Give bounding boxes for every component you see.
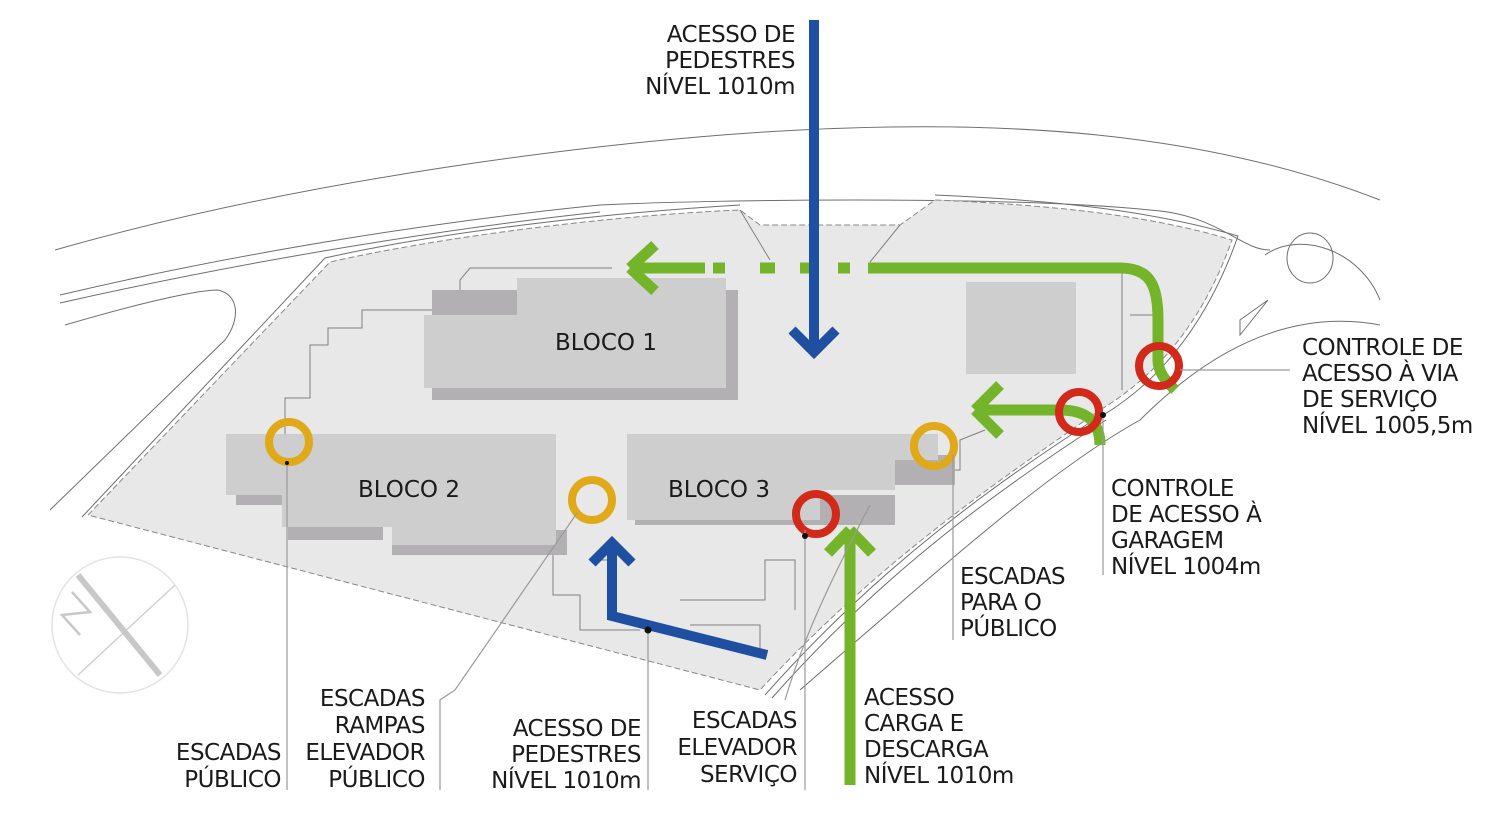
control-marker-service — [1135, 342, 1183, 390]
svg-text:NÍVEL 1004m: NÍVEL 1004m — [1111, 552, 1261, 580]
svg-text:GARAGEM: GARAGEM — [1111, 528, 1224, 554]
leader-lines — [286, 369, 1290, 790]
svg-text:ACESSO À VIA: ACESSO À VIA — [1302, 359, 1459, 387]
svg-text:PEDESTRES: PEDESTRES — [511, 742, 641, 768]
svg-text:ACESSO DE: ACESSO DE — [667, 22, 795, 48]
svg-text:PARA O: PARA O — [960, 590, 1041, 616]
building-bloco2: BLOCO 2 — [226, 434, 556, 545]
north-arrow — [51, 556, 189, 694]
svg-text:ACESSO: ACESSO — [864, 685, 954, 711]
svg-text:DESCARGA: DESCARGA — [864, 737, 989, 763]
svg-text:PEDESTRES: PEDESTRES — [665, 48, 795, 74]
stairs-marker-left — [265, 418, 313, 466]
svg-text:PÚBLICO: PÚBLICO — [328, 765, 425, 793]
bloco3-label: BLOCO 3 — [668, 477, 770, 503]
svg-text:PÚBLICO: PÚBLICO — [184, 765, 281, 793]
label-stairs-public-left: ESCADAS PÚBLICO — [176, 740, 282, 793]
label-bottom-pedestrian-access: ACESSO DE PEDESTRES NÍVEL 1010m — [491, 716, 641, 794]
svg-text:ESCADAS: ESCADAS — [176, 740, 281, 766]
svg-text:RAMPAS: RAMPAS — [335, 713, 425, 739]
bloco2-label: BLOCO 2 — [358, 477, 460, 503]
pedestrian-route-blue — [588, 20, 840, 660]
svg-text:DE ACESSO À: DE ACESSO À — [1111, 500, 1262, 528]
svg-text:ESCADAS: ESCADAS — [960, 564, 1065, 590]
svg-text:NÍVEL 1005,5m: NÍVEL 1005,5m — [1302, 411, 1473, 439]
svg-text:PÚBLICO: PÚBLICO — [960, 614, 1057, 642]
control-marker-cargo — [792, 490, 840, 538]
svg-text:CONTROLE DE: CONTROLE DE — [1302, 335, 1463, 361]
label-control-service-road: CONTROLE DE ACESSO À VIA DE SERVIÇO NÍVE… — [1302, 335, 1473, 439]
svg-text:NÍVEL 1010m: NÍVEL 1010m — [645, 72, 795, 100]
svg-text:ESCADAS: ESCADAS — [692, 708, 797, 734]
label-stairs-public-right: ESCADAS PARA O PÚBLICO — [960, 564, 1066, 642]
label-control-garage: CONTROLE DE ACESSO À GARAGEM NÍVEL 1004m — [1111, 476, 1263, 580]
label-cargo-access: ACESSO CARGA E DESCARGA NÍVEL 1010m — [864, 685, 1014, 789]
stairs-marker-right — [910, 422, 958, 470]
bloco1-label: BLOCO 1 — [555, 330, 657, 356]
stairs-marker-center — [568, 476, 616, 524]
svg-text:SERVIÇO: SERVIÇO — [700, 762, 797, 788]
svg-text:CONTROLE: CONTROLE — [1111, 476, 1234, 502]
svg-text:NÍVEL 1010m: NÍVEL 1010m — [864, 761, 1014, 789]
svg-text:ESCADAS: ESCADAS — [320, 686, 425, 712]
public-stairs-markers — [265, 418, 958, 524]
access-control-markers — [792, 342, 1183, 538]
control-marker-garage — [1055, 388, 1103, 436]
svg-text:ELEVADOR: ELEVADOR — [677, 735, 797, 761]
svg-text:DE SERVIÇO: DE SERVIÇO — [1302, 387, 1437, 413]
label-service-stairs-elevator: ESCADAS ELEVADOR SERVIÇO — [677, 708, 798, 788]
building-annex — [966, 282, 1076, 374]
leader-dots — [285, 412, 1106, 634]
label-top-pedestrian-access: ACESSO DE PEDESTRES NÍVEL 1010m — [645, 22, 795, 100]
north-letter-icon — [59, 591, 93, 636]
label-stairs-ramps-elevator: ESCADAS RAMPAS ELEVADOR PÚBLICO — [305, 686, 426, 793]
svg-text:CARGA E: CARGA E — [864, 711, 964, 737]
building-bloco1: BLOCO 1 — [424, 278, 726, 388]
svg-text:ELEVADOR: ELEVADOR — [305, 740, 425, 766]
building-bloco3: BLOCO 3 — [627, 434, 938, 520]
svg-text:NÍVEL 1010m: NÍVEL 1010m — [491, 766, 641, 794]
svg-text:ACESSO DE: ACESSO DE — [513, 716, 641, 742]
